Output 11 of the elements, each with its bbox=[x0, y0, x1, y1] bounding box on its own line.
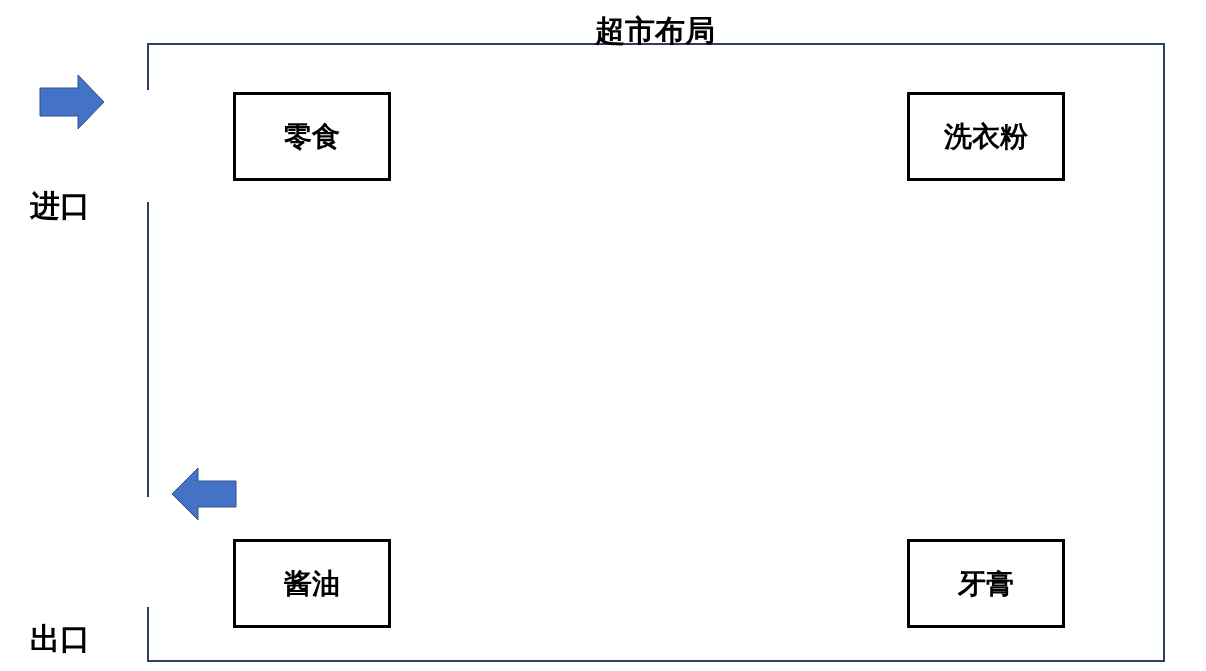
door-label: 进口 bbox=[30, 187, 90, 225]
area-heading: 超市布局 bbox=[595, 13, 715, 48]
section-box bbox=[233, 539, 391, 628]
section-label: 牙膏 bbox=[958, 565, 1014, 602]
section-label: 酱油 bbox=[284, 565, 340, 602]
section-box bbox=[907, 539, 1065, 628]
section-label: 洗衣粉 bbox=[944, 118, 1028, 155]
section-label: 零食 bbox=[284, 118, 340, 155]
door-label: 出口 bbox=[30, 620, 90, 658]
section-box bbox=[907, 92, 1065, 181]
section-box bbox=[233, 92, 391, 181]
